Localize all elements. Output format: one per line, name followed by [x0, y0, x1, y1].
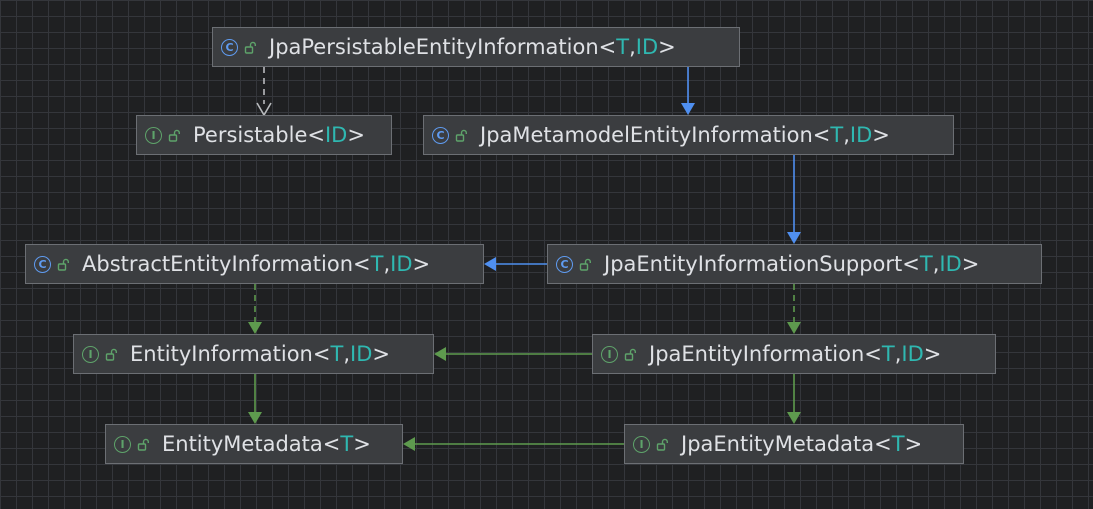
edge-abstract-entity-to-entity-info: [248, 284, 262, 334]
type-param: T: [370, 252, 384, 276]
type-param: ID: [350, 342, 373, 366]
class-icon: C: [34, 255, 51, 273]
class-name: JpaMetamodelEntityInformation: [480, 123, 813, 147]
type-param-separator: ,: [383, 252, 391, 276]
class-icon: C: [432, 126, 449, 144]
interface-icon: I: [145, 126, 162, 144]
type-bracket-close: >: [904, 432, 923, 456]
type-bracket-open: <: [353, 252, 371, 276]
type-bracket-close: >: [923, 342, 942, 366]
edge-jpa-support-to-abstract-entity: [484, 257, 547, 271]
open-lock-icon: [624, 348, 636, 361]
class-icon: C: [221, 38, 238, 56]
class-node-jpa-persistable[interactable]: C JpaPersistableEntityInformation<T, ID>: [212, 27, 740, 67]
type-param: ID: [390, 252, 413, 276]
class-node-jpa-support[interactable]: C JpaEntityInformationSupport<T, ID>: [547, 244, 1042, 284]
type-bracket-open: <: [902, 252, 920, 276]
open-lock-icon: [455, 129, 467, 142]
open-lock-icon: [579, 258, 591, 271]
edge-jpa-persistable-to-jpa-metamodel: [681, 67, 695, 115]
type-param-separator: ,: [629, 35, 636, 59]
edge-jpa-entity-metadata-to-entity-metadata: [403, 437, 624, 451]
class-node-jpa-entity-metadata[interactable]: I JpaEntityMetadata<T>: [624, 424, 964, 464]
interface-icon: I: [82, 345, 99, 363]
class-node-jpa-metamodel[interactable]: C JpaMetamodelEntityInformation<T, ID>: [423, 115, 954, 155]
class-name: JpaEntityInformationSupport: [604, 252, 903, 276]
type-param: T: [330, 342, 344, 366]
type-param: ID: [849, 123, 873, 147]
type-bracket-close: >: [872, 123, 890, 147]
type-param-separator: ,: [343, 342, 350, 366]
edge-jpa-support-to-jpa-entity-info: [787, 284, 801, 334]
edge-jpa-entity-info-to-entity-info: [434, 347, 592, 361]
type-param: T: [340, 432, 354, 456]
class-name: JpaPersistableEntityInformation: [269, 35, 599, 59]
type-bracket-close: >: [961, 252, 980, 276]
class-name: EntityInformation: [130, 342, 313, 366]
type-bracket-open: <: [322, 432, 341, 456]
interface-icon: I: [114, 435, 131, 453]
edge-entity-info-to-entity-metadata: [248, 374, 262, 424]
class-name: JpaEntityMetadata: [681, 432, 875, 456]
type-bracket-close: >: [372, 342, 390, 366]
open-lock-icon: [656, 438, 668, 451]
type-bracket-open: <: [812, 123, 831, 147]
type-param-separator: ,: [843, 123, 850, 147]
type-bracket-close: >: [347, 123, 365, 147]
type-bracket-close: >: [412, 252, 431, 276]
edge-jpa-persistable-to-persistable: [256, 67, 272, 117]
class-node-persistable[interactable]: I Persistable<ID>: [136, 115, 392, 155]
interface-icon: I: [601, 345, 618, 363]
type-bracket-open: <: [312, 342, 331, 366]
class-node-entity-info[interactable]: I EntityInformation<T, ID>: [73, 334, 434, 374]
type-param: T: [830, 123, 844, 147]
type-param-separator: ,: [932, 252, 940, 276]
edge-jpa-metamodel-to-jpa-support: [787, 155, 801, 244]
class-name: Persistable: [193, 123, 308, 147]
type-param: ID: [635, 35, 659, 59]
open-lock-icon: [168, 129, 180, 142]
type-param: ID: [324, 123, 348, 147]
class-name: EntityMetadata: [162, 432, 323, 456]
class-name: AbstractEntityInformation: [82, 252, 354, 276]
open-lock-icon: [57, 258, 69, 271]
type-bracket-open: <: [307, 123, 325, 147]
type-param-separator: ,: [894, 342, 902, 366]
type-param: T: [919, 252, 933, 276]
type-param: T: [881, 342, 895, 366]
class-node-jpa-entity-info[interactable]: I JpaEntityInformation<T, ID>: [592, 334, 996, 374]
type-param: T: [891, 432, 905, 456]
interface-icon: I: [633, 435, 650, 453]
edge-jpa-entity-info-to-jpa-entity-metadata: [787, 374, 801, 424]
open-lock-icon: [244, 41, 256, 54]
type-bracket-open: <: [874, 432, 892, 456]
type-bracket-close: >: [353, 432, 371, 456]
class-name: JpaEntityInformation: [649, 342, 865, 366]
class-node-entity-metadata[interactable]: I EntityMetadata<T>: [105, 424, 403, 464]
type-bracket-open: <: [864, 342, 882, 366]
type-bracket-close: >: [658, 35, 676, 59]
type-param: ID: [939, 252, 962, 276]
class-icon: C: [556, 255, 573, 273]
open-lock-icon: [137, 438, 149, 451]
open-lock-icon: [105, 348, 117, 361]
type-param: ID: [901, 342, 924, 366]
type-param: T: [616, 35, 630, 59]
class-node-abstract-entity[interactable]: C AbstractEntityInformation<T, ID>: [25, 244, 484, 284]
type-bracket-open: <: [598, 35, 617, 59]
